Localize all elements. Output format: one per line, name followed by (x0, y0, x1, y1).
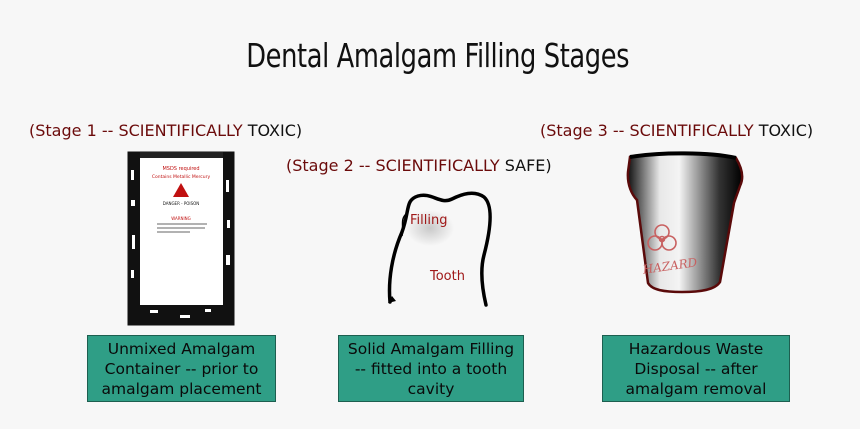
biohazard-icon (647, 224, 677, 251)
warning-triangle-icon (173, 183, 189, 197)
container-text-line4: WARNING (171, 216, 191, 221)
container-text-line2: Contains Metallic Mercury (152, 174, 211, 180)
tooth-label: Tooth (429, 269, 465, 284)
filling-label: Filling (410, 213, 447, 228)
filling-shape (406, 210, 454, 246)
stage-1-label: (Stage 1 -- SCIENTIFICALLY TOXIC) (29, 121, 303, 140)
stage-3-caption: Hazardous Waste Disposal -- after amalga… (602, 335, 790, 402)
stage-3-label: (Stage 3 -- SCIENTIFICALLY TOXIC) (540, 121, 814, 140)
stage-1-caption: Unmixed Amalgam Container -- prior to am… (87, 335, 276, 402)
diagram-title: Dental Amalgam Filling Stages (246, 36, 630, 75)
stage-2-label: (Stage 2 -- SCIENTIFICALLY SAFE) (286, 156, 552, 175)
container-text-line3: DANGER - POISON (163, 201, 200, 206)
stage-2-caption: Solid Amalgam Filling -- fitted into a t… (338, 335, 524, 402)
container-text-line1: MSDS required (162, 166, 199, 172)
